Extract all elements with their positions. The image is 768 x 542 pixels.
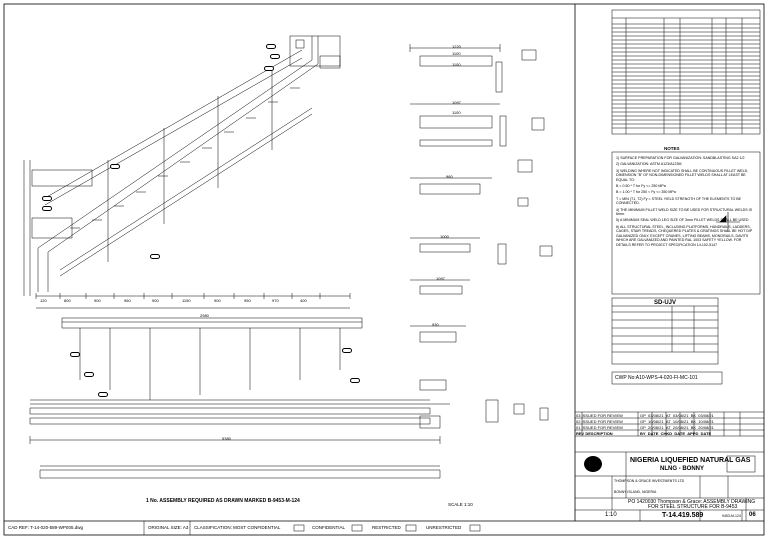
base-dim: 900	[94, 298, 101, 303]
classification: CLASSIFICATION: MOST CONFIDENTIAL	[194, 525, 281, 530]
base-dim: 950	[244, 298, 251, 303]
class-confidential: CONFIDENTIAL	[312, 525, 346, 530]
section-label: SD-UJV	[654, 300, 677, 306]
drawing-number: T-14.419.589	[662, 512, 704, 519]
callout-bubble	[42, 206, 52, 211]
rev-row-2: 01 ISSUED FOR REVIEW	[576, 425, 623, 430]
note-line: T = MIN (T1, T2) Fy = STEEL YIELD STRENG…	[616, 196, 742, 206]
base-dim: 900	[152, 298, 159, 303]
base-dim: 120	[40, 298, 47, 303]
rev-row-0: 03 ISSUED FOR REVIEW	[576, 413, 623, 418]
company-sub: NLNG - BONNY	[660, 466, 704, 472]
title-line1: PO 1420030 Thompson & Grace: ASSEMBLY DR…	[628, 499, 756, 505]
note-line: B = 1.00 * T for 250 < Fy <= 350 MPa	[616, 190, 676, 195]
rev-row-0-sign: GP 03/08/21 AT 03/08/21 BK 03/08/21	[640, 413, 714, 418]
note-line: 6) ALL STRUCTURAL STEEL, INCLUDING PLATF…	[616, 224, 753, 247]
title-line2: FOR STEEL STRUCTURE FOR B-9453	[648, 504, 738, 510]
callout-bubble	[342, 348, 352, 353]
note-line: 5) A MINIMUM SEAL WELD LEG SIZE OF 3mm F…	[616, 218, 749, 223]
scale-value: 1:10	[605, 512, 617, 518]
note-line: 1) SURFACE PREPARATION FOR GALVANIZATION…	[616, 156, 745, 160]
base-dim: 970	[272, 298, 279, 303]
callout-bubble	[84, 372, 94, 377]
base-dim: 400	[300, 298, 307, 303]
note-line: B = 0.50 * T for Fy <= 250 MPa	[616, 184, 666, 189]
note-line: 2) GALVANIZATION: ASTM A123/A123M	[616, 162, 682, 167]
callout-bubble	[350, 378, 360, 383]
callout-bubble	[98, 392, 108, 397]
base-dim: 1150	[182, 298, 191, 303]
callout-bubble	[150, 254, 160, 259]
scale-note: SCALE 1:10	[448, 502, 473, 507]
callout-bubble	[270, 54, 280, 59]
revision-number: 06	[749, 512, 756, 518]
assembly-note: 1 No. ASSEMBLY REQUIRED AS DRAWN MARKED …	[146, 498, 300, 504]
rev-header: REV DESCRIPTION	[576, 431, 613, 436]
original-size: ORIGINAL SIZE: A3	[148, 525, 189, 530]
dim-label: 1220	[452, 44, 461, 49]
dim-label: 930	[432, 322, 439, 327]
callout-bubble	[70, 352, 80, 357]
class-unrestricted: UNRESTRICTED	[426, 525, 462, 530]
note-line: 4) THE MINIMUM FILLET WELD SIZE TO BE US…	[616, 207, 752, 217]
cad-ref: CAD REF: T-14-020-589-WP005.dwg	[8, 525, 83, 530]
dim-label: 1097	[436, 276, 445, 281]
cwp-label: CWP No:A10-WPS-4-020-FI-MC-101	[615, 375, 698, 381]
base-dim: 960	[124, 298, 131, 303]
notes-block: 1) SURFACE PREPARATION FOR GALVANIZATION…	[616, 156, 756, 249]
dim-label: 1100	[452, 62, 461, 67]
contractor: THOMPSON & GRACE INVESTMENTS LTD	[614, 479, 685, 483]
rev-row-1: 02 ISSUED FOR REVIEW	[576, 419, 623, 424]
class-restricted: RESTRICTED	[372, 525, 401, 530]
callout-bubble	[42, 196, 52, 201]
rev-row-2-sign: GP 20/08/21 AT 20/08/21 BK 20/08/21	[640, 425, 714, 430]
rev-header-sign: BY DATE CHKD DATE APPD DATE	[640, 431, 712, 436]
dim-label: 1100	[452, 51, 461, 56]
dim-label: 5380	[222, 436, 231, 441]
base-dim: 900	[214, 298, 221, 303]
dim-label: 1100	[452, 110, 461, 115]
callout-bubble	[266, 44, 276, 49]
base-dim: 800	[64, 298, 71, 303]
notes-title: NOTES	[664, 146, 680, 151]
callout-bubble	[264, 66, 274, 71]
note-line: 3) WELDING WHERE NOT INDICATED SHALL BE …	[616, 168, 749, 182]
company-name: NIGERIA LIQUEFIED NATURAL GAS	[630, 457, 751, 464]
location: BONNY ISLAND, NIGERIA	[614, 490, 657, 494]
dim-label: 960	[446, 174, 453, 179]
dim-label: 2980	[200, 313, 209, 318]
callout-bubble	[110, 164, 120, 169]
dim-label: 1000	[440, 234, 449, 239]
rev-row-1-sign: GP 10/08/21 AT 10/08/21 BK 10/08/21	[640, 419, 714, 424]
dim-label: 1097	[452, 100, 461, 105]
sheet-number: 9453-M-124	[722, 514, 741, 518]
